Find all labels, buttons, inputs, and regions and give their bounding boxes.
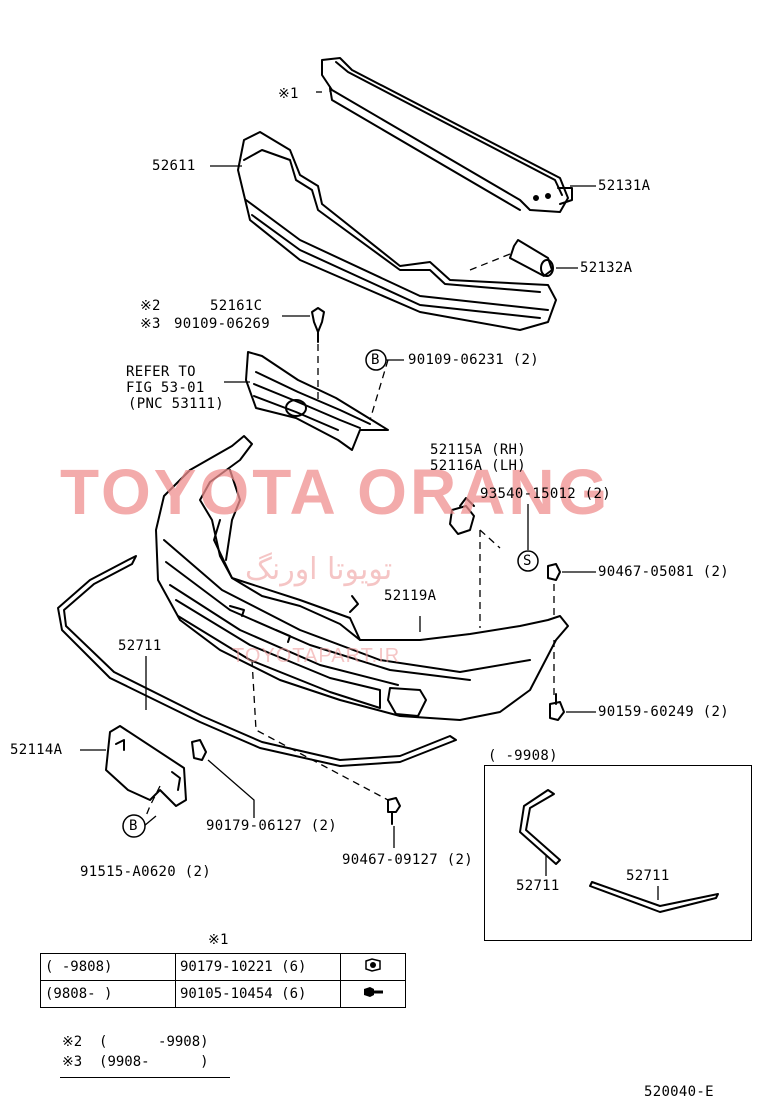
bumper-moulding <box>57 555 457 767</box>
table-row: (9808- ) 90105-10454 (6) <box>40 980 406 1008</box>
label-52116a: 52116A (LH) <box>430 458 527 474</box>
marker-b-label-bottom: B <box>129 818 138 834</box>
side-bolt <box>549 693 565 721</box>
figure-id: 520040-E <box>644 1084 714 1100</box>
table-cell-part: 90179-10221 (6) <box>175 953 341 981</box>
variant-label-1: 52711 <box>516 878 560 894</box>
label-91515: 91515-A0620 (2) <box>80 864 211 880</box>
table-cell-part: 90105-10454 (6) <box>175 980 341 1008</box>
marker-s-label: S <box>523 553 532 569</box>
grille <box>245 351 389 451</box>
label-refer-1: REFER TO <box>126 364 196 380</box>
label-90109-06269: 90109-06269 <box>174 316 271 332</box>
grille-screw <box>311 307 325 343</box>
label-52131a: 52131A <box>598 178 651 194</box>
note-ref3: ※3 (9908- ) <box>62 1054 209 1070</box>
label-52611: 52611 <box>152 158 196 174</box>
leader-lines <box>80 91 659 900</box>
fastener-table: ( -9808) 90179-10221 (6) (9808- ) 90105-… <box>40 953 406 1008</box>
marker-s <box>517 550 539 572</box>
label-52114a: 52114A <box>10 742 63 758</box>
dashed-guides <box>145 86 555 817</box>
table-title: ※1 <box>208 932 229 948</box>
label-93540: 93540-15012 (2) <box>480 486 611 502</box>
label-90179-06127: 90179-06127 (2) <box>206 818 337 834</box>
table-cell-range: ( -9808) <box>40 953 176 981</box>
label-52711: 52711 <box>118 638 162 654</box>
table-cell-range: (9808- ) <box>40 980 176 1008</box>
label-ref2: ※2 <box>140 298 161 314</box>
label-52115a: 52115A (RH) <box>430 442 527 458</box>
variant-box <box>484 765 752 941</box>
label-52119a: 52119A <box>384 588 437 604</box>
marker-b-label: B <box>371 352 380 368</box>
label-refer-3: (PNC 53111) <box>128 396 225 412</box>
label-90159: 90159-60249 (2) <box>598 704 729 720</box>
variant-header: ( -9908) <box>488 748 558 764</box>
bumper-cover <box>155 435 569 721</box>
bumper-pad <box>509 239 554 277</box>
label-52161c: 52161C <box>210 298 263 314</box>
note-ref2: ※2 ( -9908) <box>62 1034 209 1050</box>
label-90109-06231: 90109-06231 (2) <box>408 352 539 368</box>
marker-b-bottom <box>122 814 146 838</box>
clip-nut <box>191 739 207 761</box>
push-rivet <box>387 797 401 825</box>
bumper-reinforcement <box>321 57 573 213</box>
license-plate-bracket <box>105 725 187 807</box>
watermark-url: TOYOTAPART.IR <box>232 645 401 667</box>
variant-label-2: 52711 <box>626 868 670 884</box>
variant-moulding-right <box>589 881 719 913</box>
watermark-text: TOYOTA ORANG <box>60 456 611 528</box>
watermark-persian: تویوتا اورنگ <box>245 552 393 587</box>
notes-underline <box>60 1077 230 1078</box>
label-90467-09127: 90467-09127 (2) <box>342 852 473 868</box>
nut-icon <box>340 953 406 981</box>
table-row: ( -9808) 90179-10221 (6) <box>40 953 406 981</box>
bumper-energy-absorber <box>237 131 557 331</box>
label-90467-05081: 90467-05081 (2) <box>598 564 729 580</box>
side-nut <box>547 563 561 581</box>
marker-b-top <box>365 349 387 371</box>
label-ref1: ※1 <box>278 86 299 102</box>
variant-moulding-left <box>519 789 561 865</box>
bolt-icon <box>340 980 406 1008</box>
label-52132a: 52132A <box>580 260 633 276</box>
label-ref3: ※3 <box>140 316 161 332</box>
label-refer-2: FIG 53-01 <box>126 380 205 396</box>
side-retainer <box>449 497 475 535</box>
